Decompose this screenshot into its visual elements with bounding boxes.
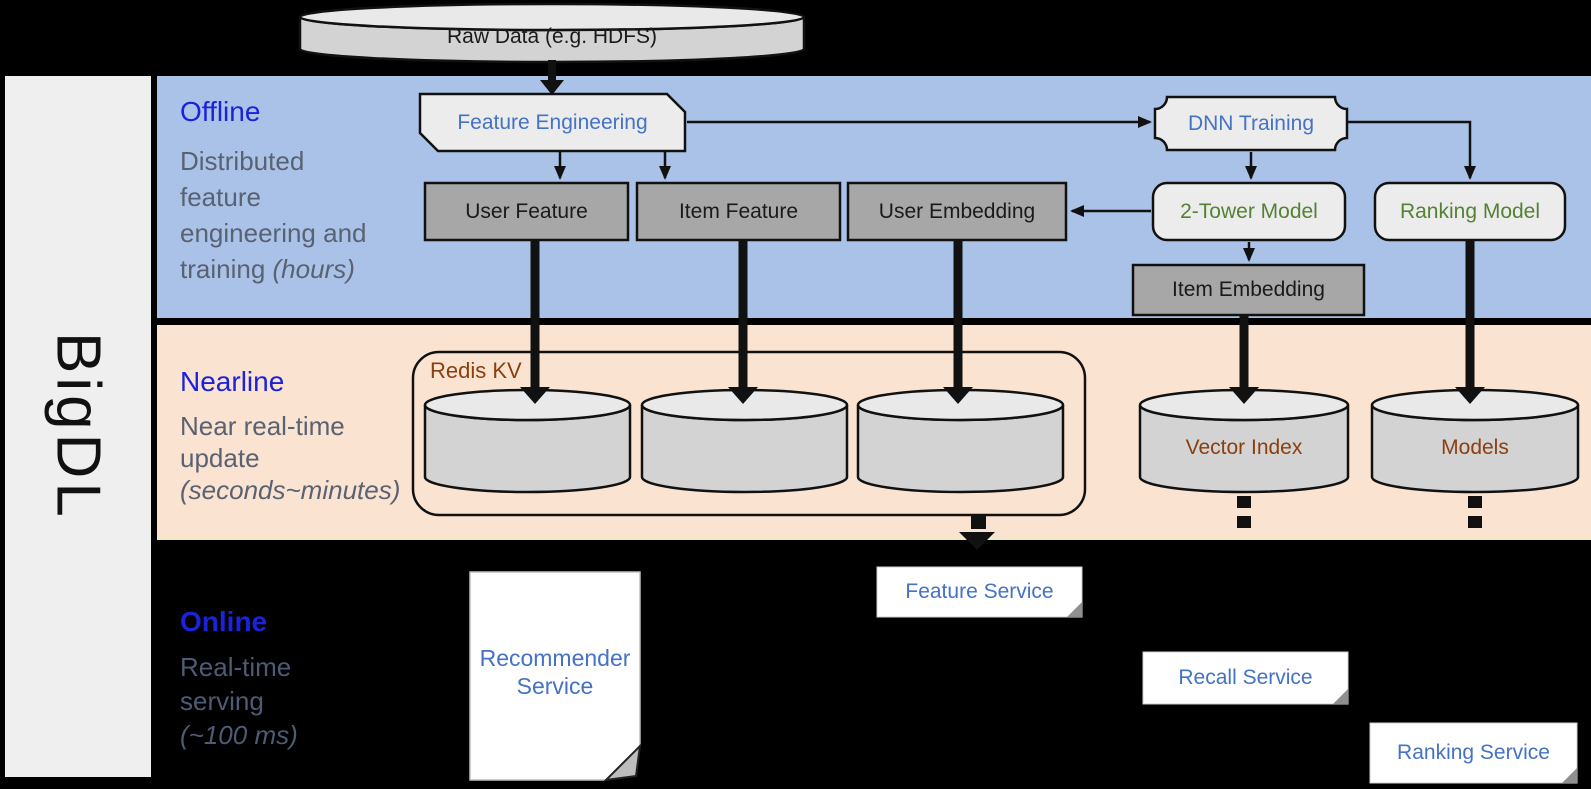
recommender-service-doc — [469, 571, 642, 782]
feature-engineering-label: Feature Engineering — [457, 110, 648, 134]
offline-description: Distributed feature engineering and trai… — [180, 146, 367, 284]
vector-index-label: Vector Index — [1185, 436, 1303, 460]
feature-service-label: Feature Service — [905, 580, 1054, 604]
feature-service-note — [876, 566, 1083, 618]
redis-cylinder-1 — [423, 388, 632, 494]
raw-data-label: Raw Data (e.g. HDFS) — [446, 25, 658, 49]
models-label: Models — [1441, 436, 1509, 460]
redis-cylinder-3 — [856, 388, 1065, 494]
bigdl-sidebar: BigDL — [5, 76, 151, 777]
thick-arrows — [520, 240, 1485, 404]
feature-engineering-shape — [418, 92, 687, 153]
online-description: Real-time serving (~100 ms) — [180, 652, 298, 750]
user-embedding-box — [846, 181, 1068, 242]
recall-service-label: Recall Service — [1178, 666, 1313, 690]
user-feature-box — [423, 181, 630, 242]
ranking-service-note — [1369, 722, 1578, 784]
nearline-description: Near real-time update (seconds~minutes) — [180, 411, 401, 505]
two-tower-model-label: 2-Tower Model — [1180, 199, 1318, 223]
thin-arrows — [554, 116, 1476, 262]
dnn-training-label: DNN Training — [1187, 111, 1315, 135]
dnn-training-shape — [1153, 95, 1349, 152]
nearline-title: Nearline — [180, 366, 285, 397]
item-embedding-box — [1131, 263, 1366, 317]
user-embedding-label: User Embedding — [878, 199, 1036, 223]
redis-kv-label: Redis KV — [430, 358, 522, 383]
bigdl-logo: BigDL — [43, 332, 113, 521]
item-feature-label: Item Feature — [678, 199, 799, 223]
recommender-service-label: Recommender Service — [479, 645, 631, 699]
two-tower-model-box — [1151, 181, 1347, 242]
redis-cylinder-2 — [640, 388, 849, 494]
item-feature-box — [635, 181, 842, 242]
redis-kv-container — [411, 350, 1087, 517]
user-feature-label: User Feature — [465, 199, 588, 223]
ranking-service-label: Ranking Service — [1397, 741, 1550, 765]
vector-index-cylinder — [1138, 388, 1350, 494]
offline-title: Offline — [180, 96, 261, 127]
arrow-rawdata-to-fe — [540, 60, 564, 95]
dashed-connectors — [959, 496, 1482, 550]
ranking-model-label: Ranking Model — [1399, 199, 1541, 223]
item-embedding-label: Item Embedding — [1172, 278, 1325, 302]
online-title: Online — [180, 606, 268, 637]
recall-service-note — [1142, 651, 1349, 705]
raw-data-cylinder — [298, 2, 806, 64]
